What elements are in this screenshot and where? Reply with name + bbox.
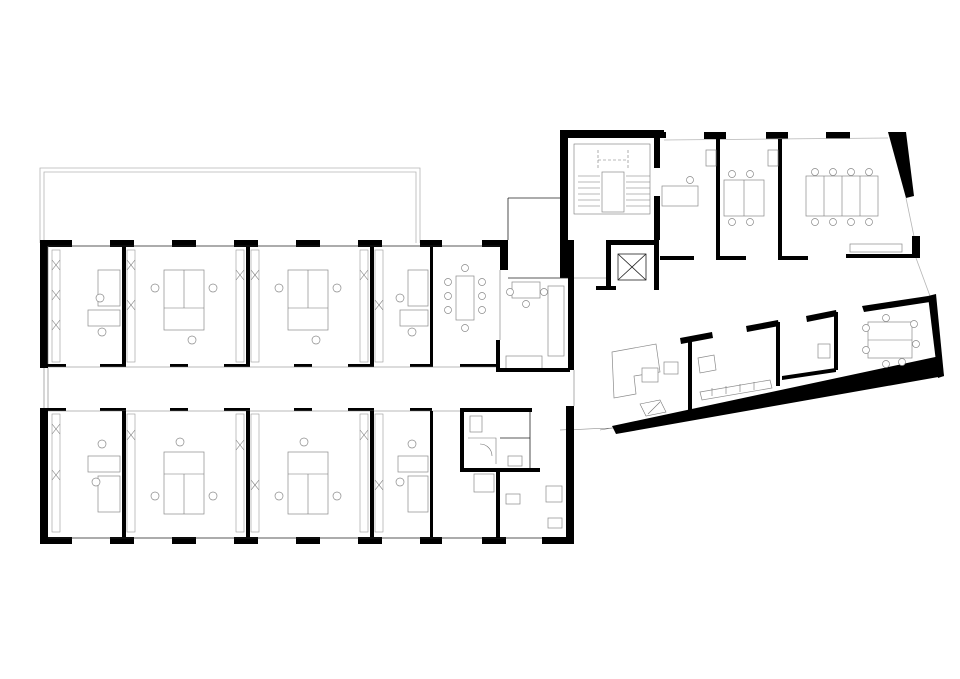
kitchenette [496,277,570,372]
south-wing [40,408,574,544]
outline-lines [47,246,575,406]
staircase [573,143,651,215]
core [460,130,664,544]
elevator [596,240,659,290]
north-wing [40,240,506,368]
east-wing [574,132,944,434]
toilets [460,406,574,544]
terrace-outline [39,167,421,243]
